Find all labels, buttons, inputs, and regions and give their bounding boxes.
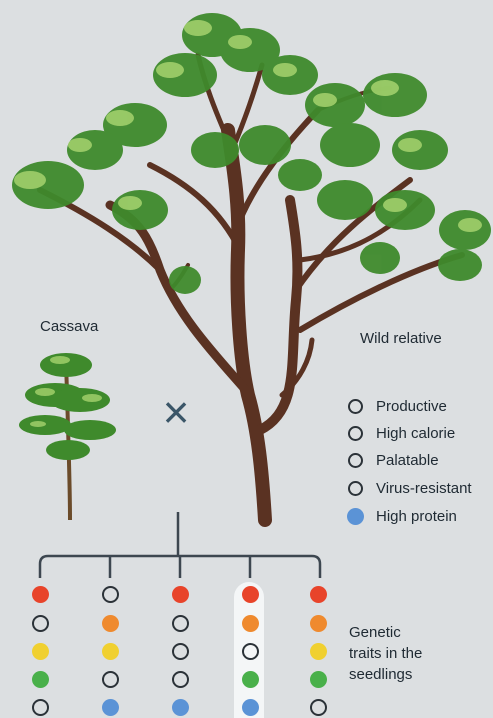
genetic-label-line: traits in the	[349, 643, 422, 664]
open-circle-icon	[348, 426, 363, 441]
trait-dot-high-calorie	[242, 615, 259, 632]
trait-dot-empty	[310, 699, 327, 716]
trait-dot-palatable	[32, 643, 49, 660]
trait-dot-virus-resistant	[310, 671, 327, 688]
trait-dot-high-protein	[102, 699, 119, 716]
seedling-connector	[40, 512, 320, 578]
trait-dot-high-protein	[242, 699, 259, 716]
cassava-plant	[19, 353, 116, 520]
legend-item-productive: Productive	[348, 394, 447, 418]
trait-dot-empty	[32, 699, 49, 716]
trait-dot-productive	[32, 586, 49, 603]
legend-label: Virus-resistant	[376, 480, 472, 497]
trait-dot-palatable	[310, 643, 327, 660]
trait-dot-virus-resistant	[242, 671, 259, 688]
open-circle-icon	[348, 453, 363, 468]
legend-label: High calorie	[376, 425, 455, 442]
trait-dot-empty	[172, 671, 189, 688]
legend-label: High protein	[376, 508, 457, 525]
trait-dot-empty	[32, 615, 49, 632]
legend-label: Palatable	[376, 452, 439, 469]
open-circle-icon	[348, 481, 363, 496]
trait-dot-empty	[172, 615, 189, 632]
wild-relative-label: Wild relative	[360, 330, 442, 348]
cross-symbol: ×	[163, 386, 190, 438]
trait-dot-productive	[310, 586, 327, 603]
trait-dot-high-calorie	[310, 615, 327, 632]
legend-label: Productive	[376, 398, 447, 415]
trait-dot-high-calorie	[102, 615, 119, 632]
trait-dot-empty	[242, 643, 259, 660]
trait-dot-palatable	[102, 643, 119, 660]
trait-dot-productive	[172, 586, 189, 603]
genetic-label-line: Genetic	[349, 622, 422, 643]
trait-dot-high-protein	[172, 699, 189, 716]
legend-item-palatable: Palatable	[348, 448, 439, 472]
trait-dot-empty	[102, 586, 119, 603]
trait-dot-productive	[242, 586, 259, 603]
legend-item-high-calorie: High calorie	[348, 421, 455, 445]
legend-item-virus-resistant: Virus-resistant	[348, 476, 472, 500]
trait-dot-empty	[172, 643, 189, 660]
open-circle-icon	[348, 399, 363, 414]
trait-dot-empty	[102, 671, 119, 688]
filled-circle-icon	[347, 508, 364, 525]
genetic-label-line: seedlings	[349, 664, 422, 685]
genetic-traits-label: Genetic traits in the seedlings	[349, 622, 422, 685]
legend-item-high-protein: High protein	[348, 504, 457, 528]
cassava-label: Cassava	[40, 318, 98, 336]
trait-dot-virus-resistant	[32, 671, 49, 688]
